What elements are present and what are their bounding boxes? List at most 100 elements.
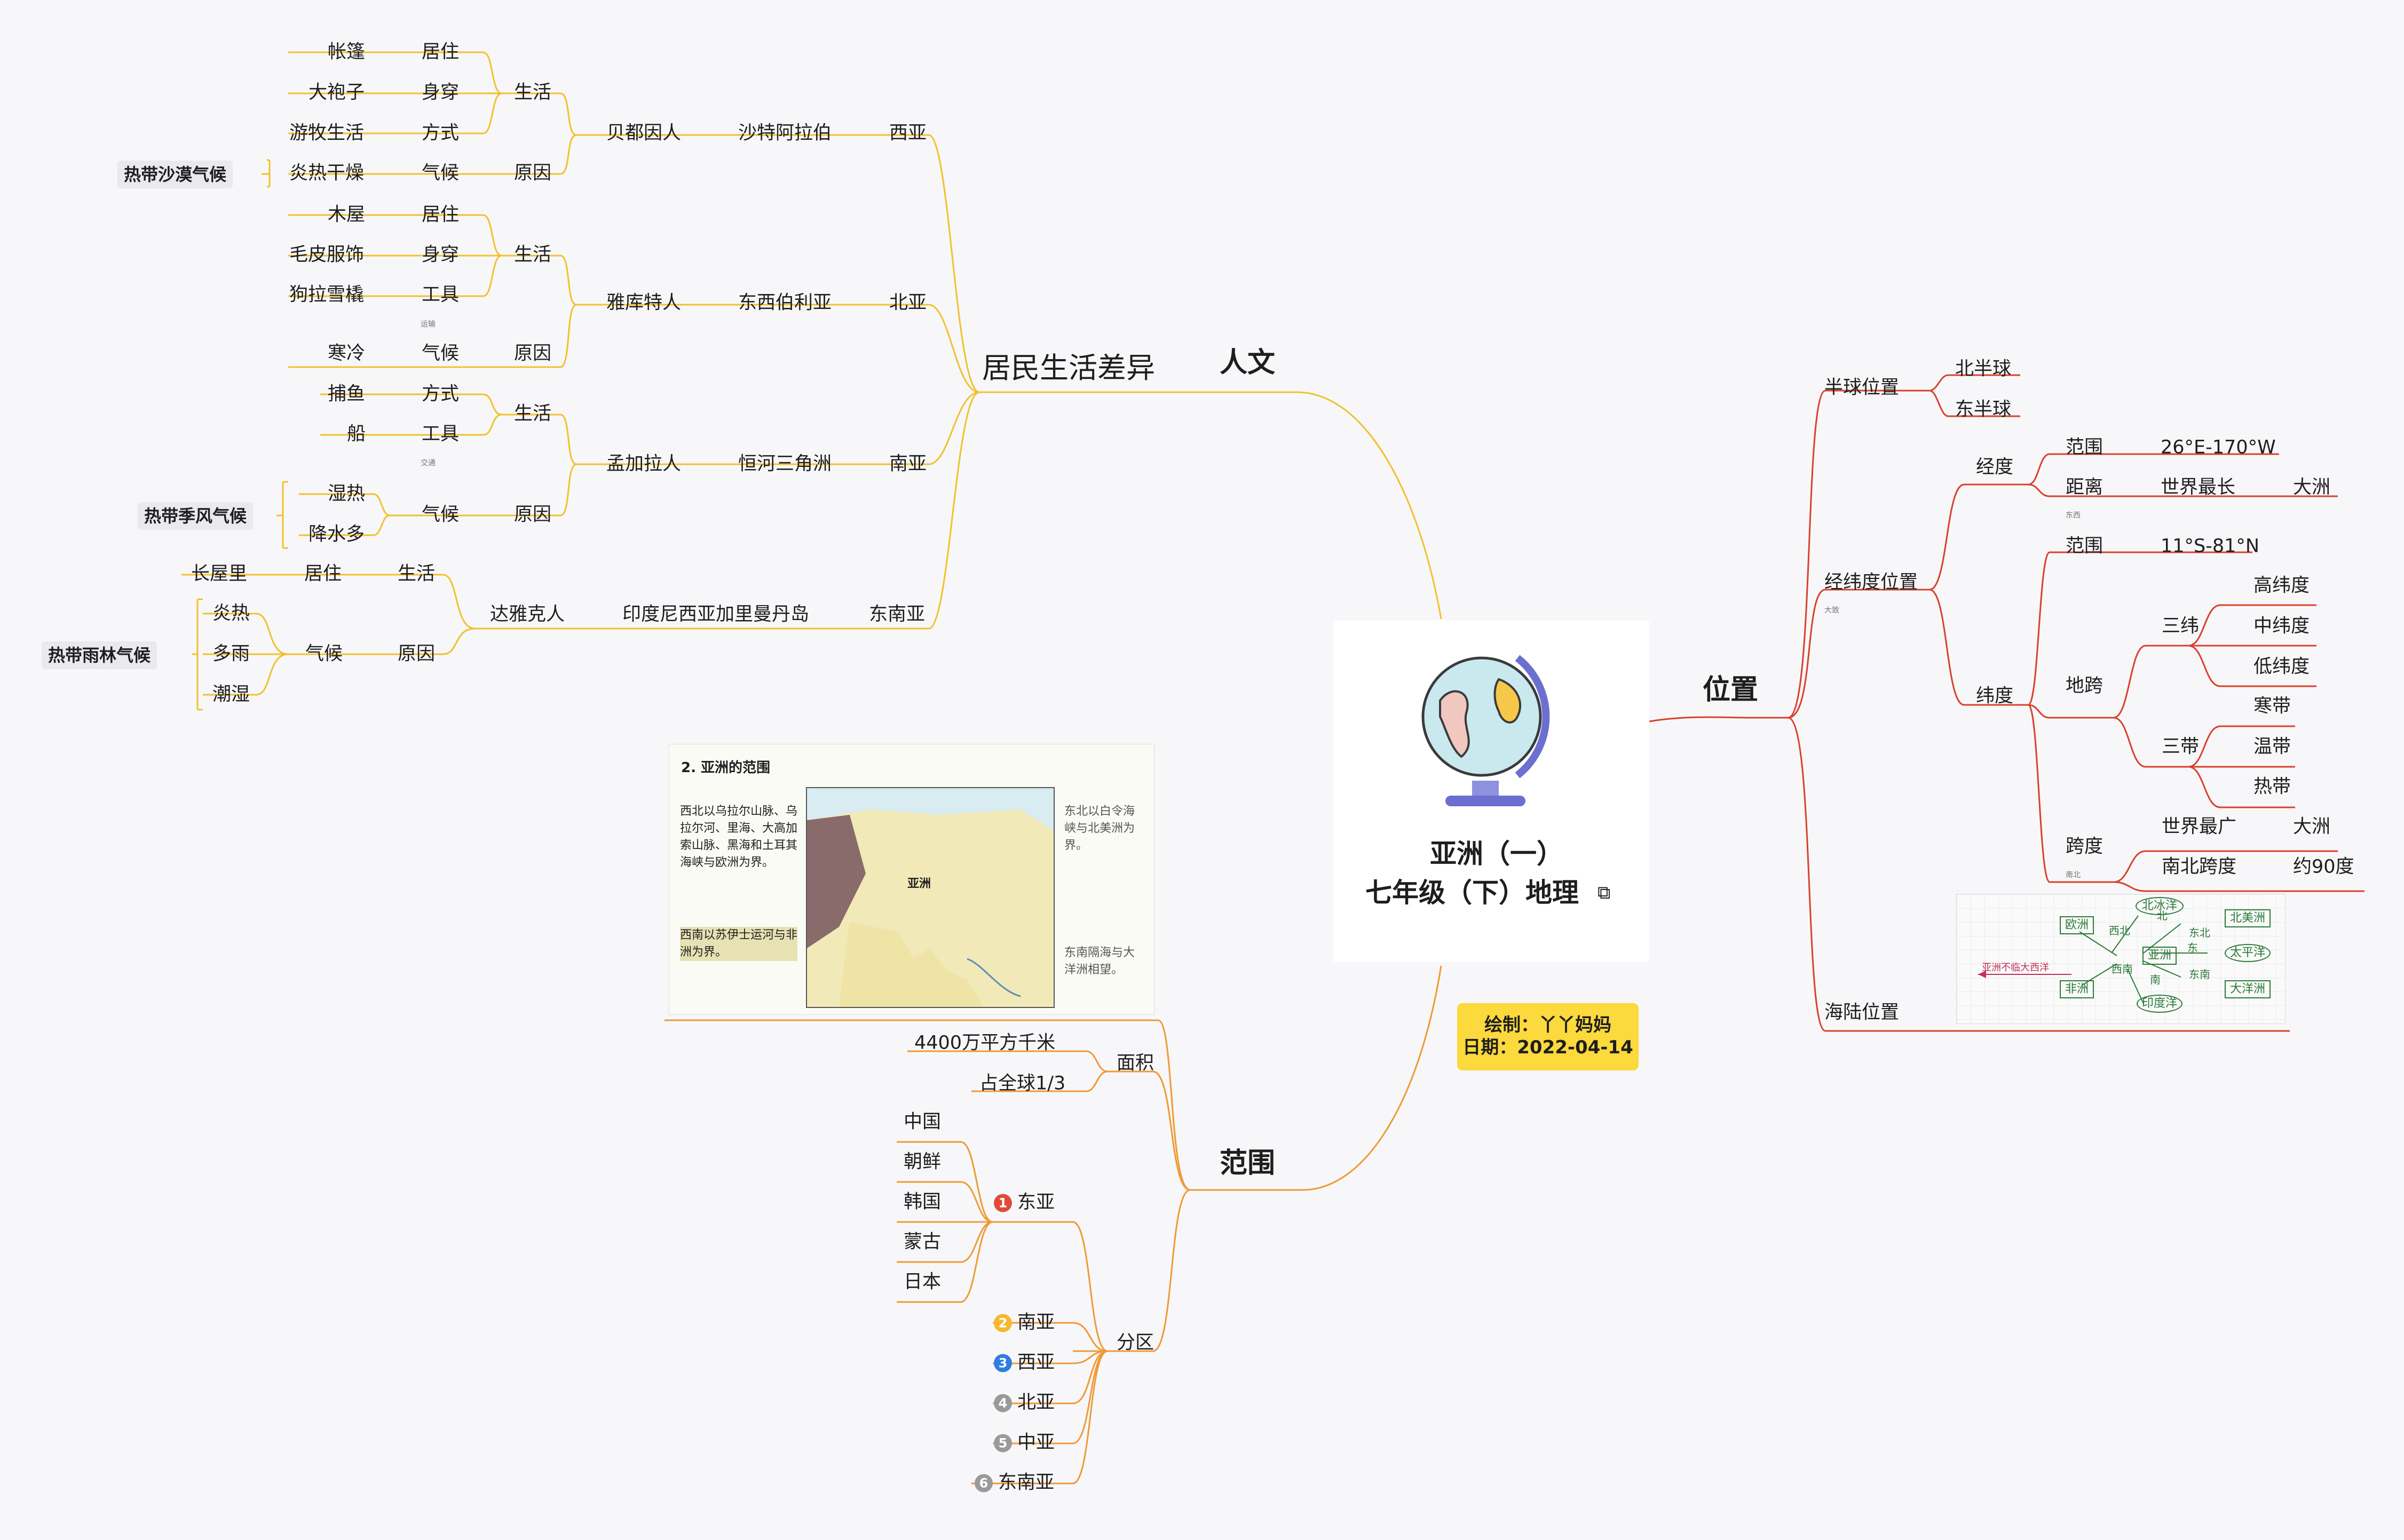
node-living[interactable]: 生活 [514, 82, 552, 104]
node-sea-land[interactable]: 海陆位置 [1824, 1002, 1900, 1023]
node-value[interactable]: 11°S-81°N [2161, 535, 2260, 557]
node-region[interactable]: 东南亚 [869, 604, 926, 625]
node-item[interactable]: 范围 [2066, 535, 2104, 557]
node-aspect[interactable]: 居住 [422, 41, 460, 63]
node-detail[interactable]: 炎热 [212, 602, 250, 624]
node-people[interactable]: 达雅克人 [490, 604, 565, 625]
node-area[interactable]: 沙特阿拉伯 [738, 122, 832, 144]
node-region[interactable]: 西亚 [889, 122, 927, 144]
node-aspect[interactable]: 方式 [422, 383, 460, 405]
node-aspect[interactable]: 身穿 [422, 244, 460, 266]
node-aspect[interactable]: 方式 [422, 122, 460, 144]
node-value[interactable]: 约90度 [2293, 856, 2354, 878]
node-reason[interactable]: 原因 [514, 504, 552, 526]
climate-label[interactable]: 热带沙漠气候 [117, 161, 233, 188]
node-climate[interactable]: 气候 [305, 643, 343, 665]
node-country[interactable]: 中国 [904, 1111, 942, 1133]
node-aspect[interactable]: 气候 [422, 343, 460, 364]
node-area-share[interactable]: 占全球1/3 [979, 1073, 1066, 1094]
node-detail[interactable]: 湿热 [328, 483, 366, 505]
node-item[interactable]: 三纬 [2162, 615, 2200, 637]
node-aspect[interactable]: 工具 [422, 423, 460, 445]
node-detail[interactable]: 大袍子 [309, 82, 365, 104]
node-area[interactable]: 恒河三角洲 [738, 453, 832, 475]
node-aspect[interactable]: 居住 [304, 563, 342, 585]
node-people[interactable]: 贝都因人 [606, 122, 682, 144]
central-topic[interactable]: 亚洲（一） 七年级（下）地理 ⧉ [1333, 621, 1649, 962]
node-item[interactable]: 北半球 [1955, 358, 2012, 380]
node-item[interactable]: 三带 [2162, 736, 2200, 758]
node-region[interactable]: 南亚 [889, 453, 927, 475]
node-detail[interactable]: 船 [347, 423, 366, 445]
node-area[interactable]: 东西伯利亚 [738, 292, 832, 314]
branch-humanity[interactable]: 人文 [1220, 347, 1276, 379]
topic-resident-life[interactable]: 居民生活差异 [982, 351, 1155, 385]
node-detail[interactable]: 多雨 [212, 643, 250, 665]
sea-land-sketch-image[interactable]: 北冰洋 北美洲 欧洲 北 西北 东北 亚洲 东 太平洋 西南 东南 南 非洲 大… [1956, 894, 2286, 1024]
node-value[interactable]: 寒带 [2253, 695, 2291, 717]
node-region[interactable]: 北亚 [889, 292, 927, 314]
node-value[interactable]: 世界最长 [2161, 477, 2236, 498]
node-reason[interactable]: 原因 [514, 162, 552, 184]
node-value[interactable]: 热带 [2253, 776, 2291, 798]
node-country[interactable]: 蒙古 [904, 1231, 942, 1253]
node-aspect[interactable]: 身穿 [422, 82, 460, 104]
node-longitude[interactable]: 经度 [1976, 456, 2014, 478]
climate-label[interactable]: 热带雨林气候 [42, 641, 157, 669]
node-area-label[interactable]: 面积 [1117, 1052, 1154, 1074]
node-detail[interactable]: 游牧生活 [289, 122, 365, 144]
node-value[interactable]: 26°E-170°W [2161, 436, 2276, 458]
node-living[interactable]: 生活 [398, 563, 436, 585]
node-detail[interactable]: 潮湿 [212, 684, 250, 705]
node-detail[interactable]: 长屋里 [191, 563, 248, 585]
branch-location[interactable]: 位置 [1703, 674, 1759, 706]
node-hemisphere[interactable]: 半球位置 [1824, 377, 1900, 399]
node-item[interactable]: 跨度 [2066, 836, 2104, 858]
node-living[interactable]: 生活 [514, 244, 552, 266]
node-detail[interactable]: 木屋 [328, 204, 366, 226]
link-icon[interactable]: ⧉ [1598, 882, 1611, 903]
node-aspect[interactable]: 气候 [422, 162, 460, 184]
node-value[interactable]: 温带 [2253, 736, 2291, 758]
node-detail[interactable]: 炎热干燥 [289, 162, 365, 184]
node-country[interactable]: 韩国 [904, 1191, 942, 1213]
climate-label[interactable]: 热带季风气候 [138, 502, 254, 530]
node-value[interactable]: 南北跨度 [2162, 856, 2237, 878]
node-latlon[interactable]: 经纬度位置 [1824, 571, 1918, 593]
node-reason[interactable]: 原因 [514, 343, 552, 364]
node-people[interactable]: 孟加拉人 [606, 453, 682, 475]
node-detail[interactable]: 降水多 [309, 523, 365, 545]
node-aspect[interactable]: 工具 [422, 284, 460, 306]
node-detail[interactable]: 捕鱼 [328, 383, 366, 405]
node-value[interactable]: 大洲 [2293, 477, 2331, 498]
node-value[interactable]: 大洲 [2293, 816, 2331, 838]
branch-scope[interactable]: 范围 [1220, 1147, 1276, 1179]
node-value[interactable]: 中纬度 [2253, 615, 2310, 637]
node-value[interactable]: 低纬度 [2253, 656, 2310, 678]
node-detail[interactable]: 帐篷 [328, 41, 366, 63]
node-value[interactable]: 高纬度 [2253, 575, 2310, 597]
node-detail[interactable]: 寒冷 [328, 343, 366, 364]
node-country[interactable]: 日本 [904, 1271, 942, 1293]
node-value[interactable]: 世界最广 [2162, 816, 2237, 838]
node-item[interactable]: 地跨 [2066, 675, 2104, 697]
node-item[interactable]: 东半球 [1955, 399, 2012, 420]
node-item[interactable]: 范围 [2066, 436, 2104, 458]
node-aspect[interactable]: 居住 [422, 204, 460, 226]
asia-range-map-image[interactable]: 2. 亚洲的范围 西北以乌拉尔山脉、乌拉尔河、里海、大高加索山脉、黑海和土耳其海… [669, 744, 1154, 1015]
node-latitude[interactable]: 纬度 [1976, 685, 2014, 707]
node-climate[interactable]: 气候 [422, 504, 460, 526]
node-area-value[interactable]: 4400万平方千米 [914, 1032, 1056, 1054]
node-people[interactable]: 雅库特人 [606, 292, 682, 314]
node-country[interactable]: 朝鲜 [904, 1151, 942, 1173]
node-detail[interactable]: 狗拉雪橇 [289, 284, 365, 306]
node-detail[interactable]: 毛皮服饰 [289, 244, 365, 266]
node-item[interactable]: 距离 [2066, 477, 2104, 498]
node-living[interactable]: 生活 [514, 403, 552, 425]
